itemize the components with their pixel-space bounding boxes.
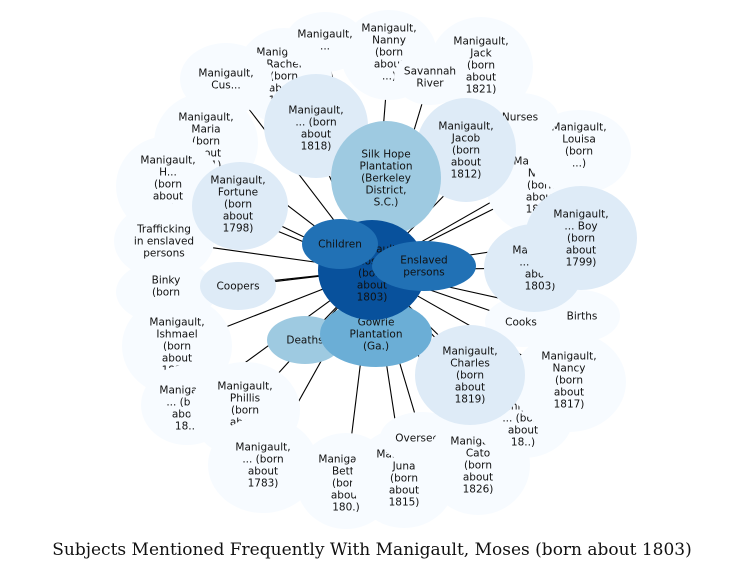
node-bubble: [200, 262, 276, 310]
node-bubble: [394, 49, 466, 105]
node-label: Manigault,...: [297, 29, 352, 53]
node-bubble: [415, 325, 525, 425]
node-bubble: [192, 162, 288, 250]
node-children[interactable]: Children: [302, 219, 378, 269]
node-label: Births: [567, 311, 598, 323]
node-bubble: [302, 219, 378, 269]
node-label: Coopers: [216, 281, 259, 293]
node-label: Nurses: [502, 112, 538, 124]
node-bubble: [320, 301, 432, 367]
node-label: Manigault,Louisa(born...): [551, 122, 606, 170]
node-manigault[interactable]: Manigault,...: [285, 12, 365, 72]
node-bubble: [372, 241, 476, 291]
node-label: Cooks: [505, 317, 537, 329]
node-bubble: [285, 12, 365, 72]
node-bubble: [331, 121, 441, 235]
node-bubble: [114, 203, 214, 279]
node-bubble: [525, 186, 637, 290]
node-label: Manigault,Cus...: [198, 68, 253, 92]
node-manigault-louisa-born[interactable]: Manigault,Louisa(born...): [527, 110, 631, 194]
node-label: Children: [318, 239, 362, 251]
node-bubble: [527, 110, 631, 194]
diagram-title: Subjects Mentioned Frequently With Manig…: [52, 540, 691, 560]
node-coopers[interactable]: Coopers: [200, 262, 276, 310]
node-bubble: [512, 332, 626, 432]
node-bubble: [208, 417, 318, 513]
node-label: Deaths: [286, 335, 323, 347]
node-bubble: [416, 98, 516, 202]
